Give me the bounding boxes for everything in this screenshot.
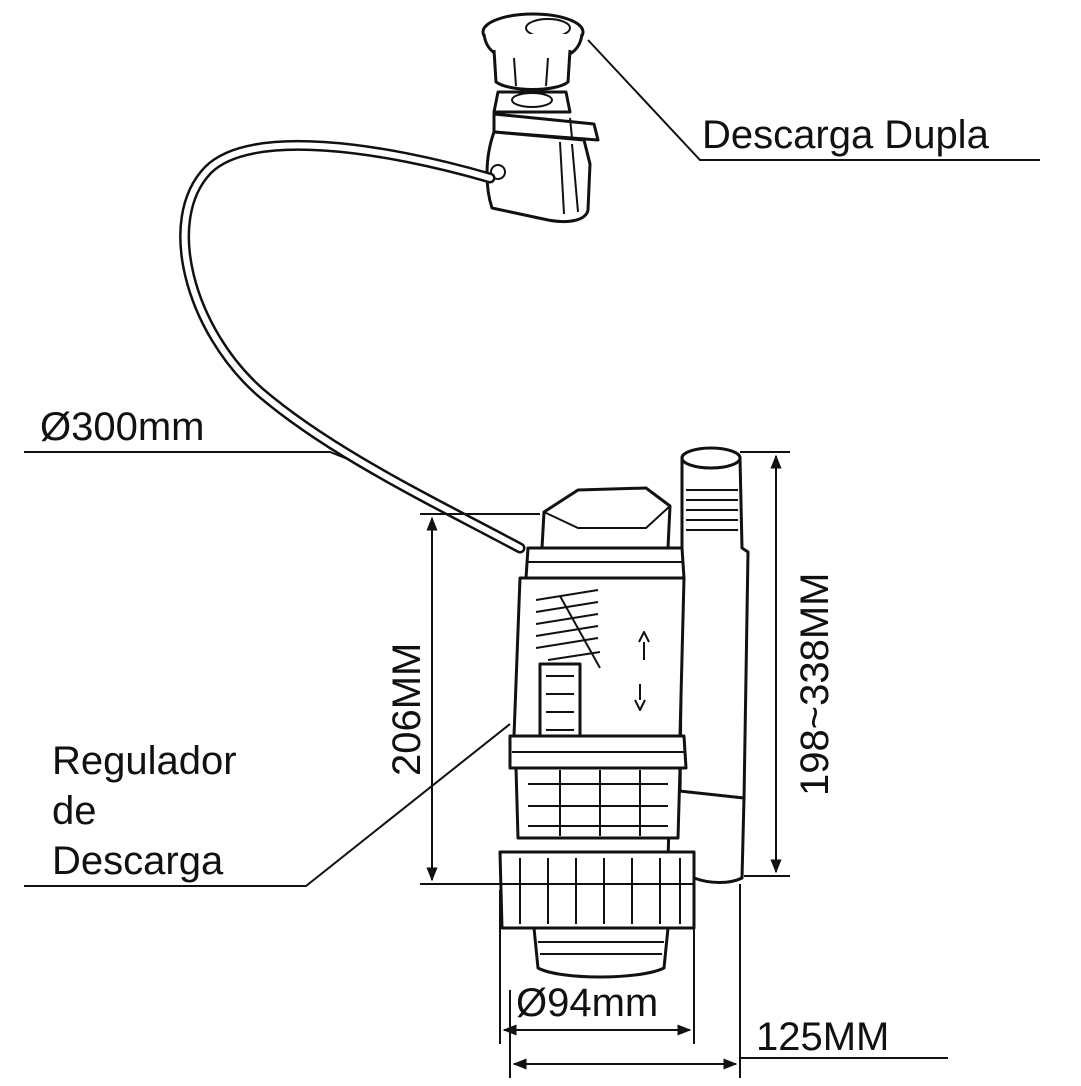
overflow-range-label: 198~338MM: [793, 573, 837, 796]
flush-cable: [179, 140, 526, 554]
regulator-label-line3: Descarga: [52, 839, 224, 883]
dual-flush-label: Descarga Dupla: [702, 113, 990, 157]
dual-flush-button: [481, 12, 600, 224]
leader-lines: [24, 39, 1040, 887]
flush-valve: [498, 446, 750, 979]
dimension-lines: [420, 451, 948, 1078]
cable-diameter-label: Ø300mm: [40, 405, 205, 449]
regulator-label-line2: de: [52, 789, 97, 833]
base-width-label: 125MM: [756, 1015, 889, 1059]
regulator-label-line1: Regulador: [52, 739, 237, 783]
valve-height-label: 206MM: [385, 643, 429, 776]
outlet-diameter-label: Ø94mm: [516, 981, 658, 1025]
